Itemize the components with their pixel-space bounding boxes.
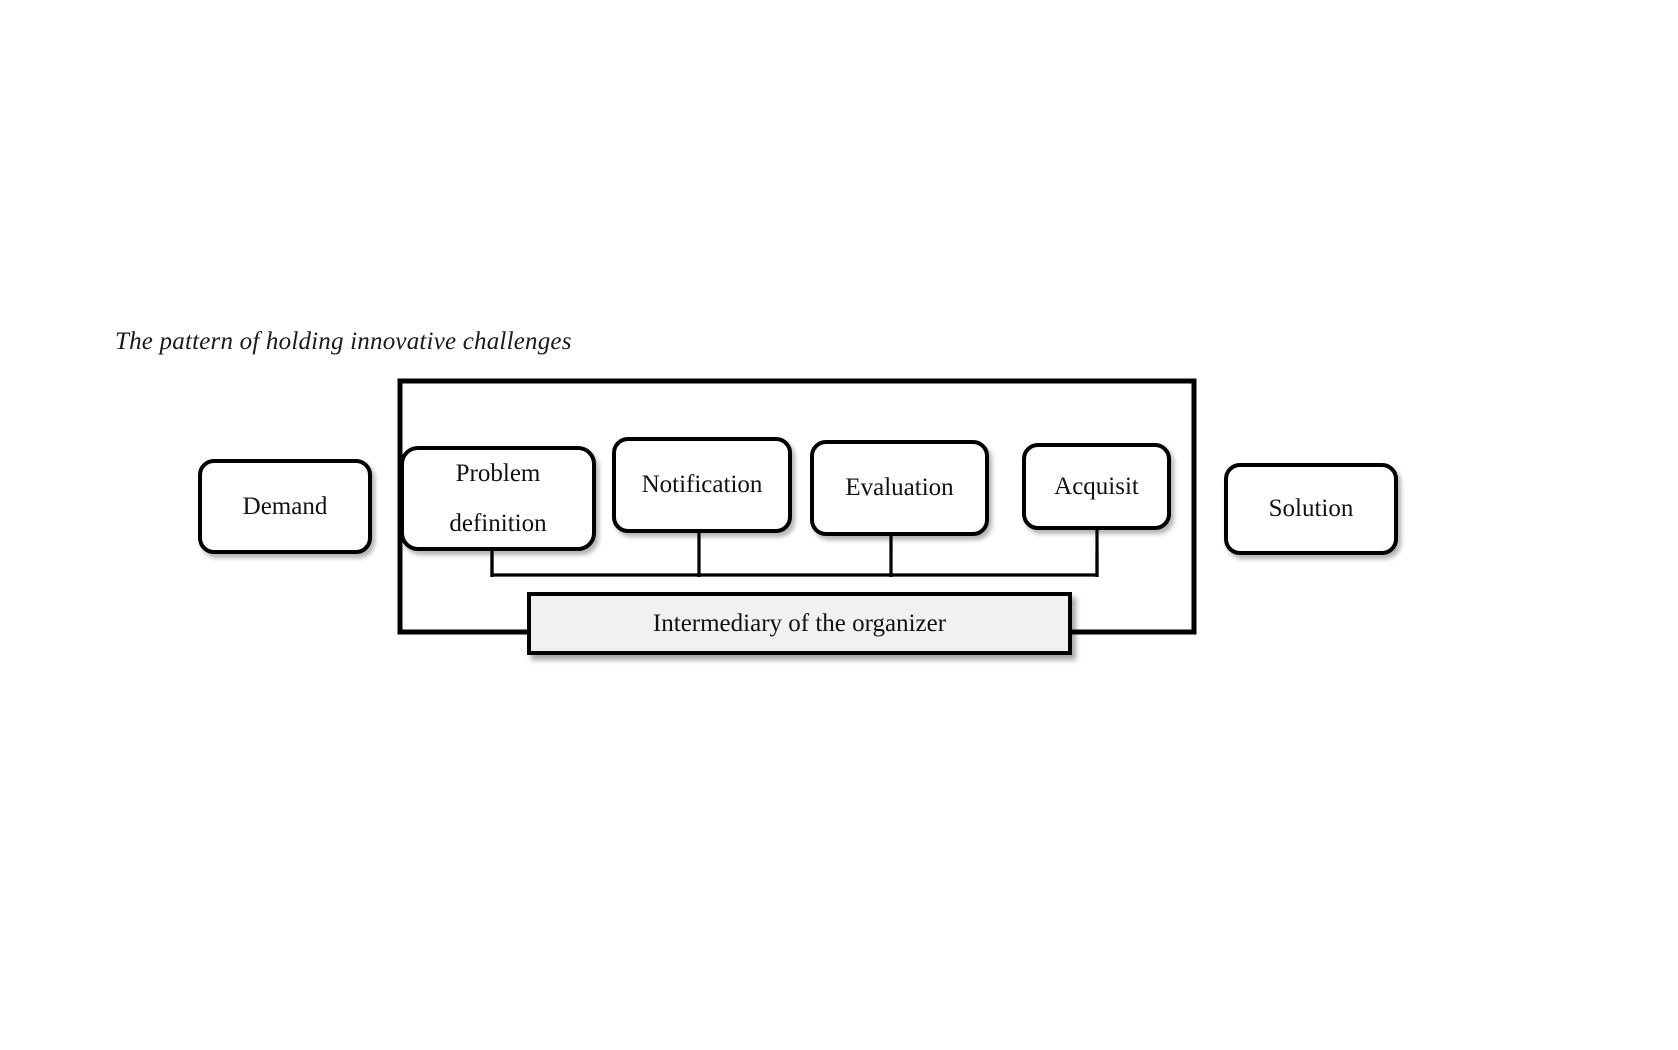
- node-problem-definition-label-line1: Problem: [455, 460, 541, 487]
- node-solution-label: Solution: [1268, 495, 1354, 523]
- node-acquisition-label: Acquisit: [1054, 472, 1139, 500]
- node-intermediary-label: Intermediary of the organizer: [652, 609, 947, 637]
- node-notification-label: Notification: [641, 471, 763, 499]
- node-demand-label: Demand: [242, 492, 328, 520]
- diagram-title: The pattern of holding innovative challe…: [115, 328, 572, 355]
- node-notification[interactable]: Notification: [612, 437, 792, 533]
- node-evaluation[interactable]: Evaluation: [810, 440, 989, 536]
- intermediary-bus-line: [490, 553, 1099, 577]
- node-problem-definition-label-line2: definition: [449, 509, 547, 537]
- node-acquisition[interactable]: Acquisit: [1022, 443, 1171, 530]
- node-solution[interactable]: Solution: [1224, 463, 1398, 555]
- node-intermediary-of-the-organizer[interactable]: Intermediary of the organizer: [527, 592, 1072, 655]
- node-evaluation-label: Evaluation: [845, 474, 954, 502]
- node-demand[interactable]: Demand: [198, 459, 372, 554]
- node-problem-definition[interactable]: Problem definition: [400, 446, 596, 551]
